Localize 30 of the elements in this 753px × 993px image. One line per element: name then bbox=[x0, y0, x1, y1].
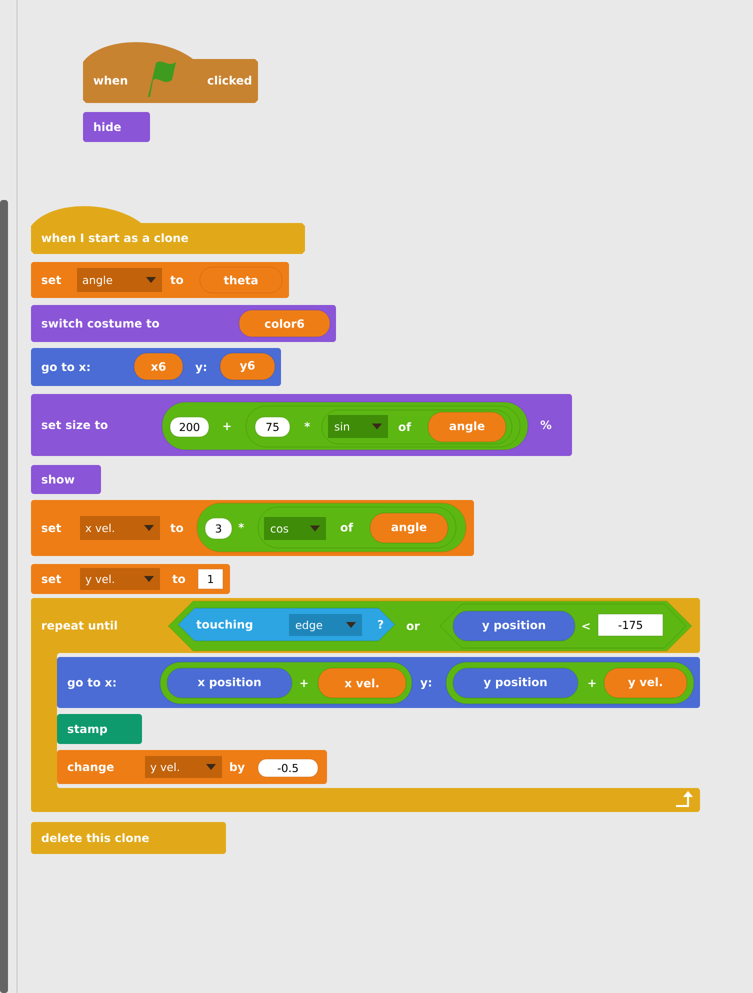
reporter-block: y vel. bbox=[604, 668, 688, 698]
reporter-block: color6 bbox=[238, 310, 330, 338]
reporter-block: x position bbox=[166, 668, 292, 698]
command-block: stamp bbox=[57, 714, 142, 744]
dropdown-field: edge bbox=[289, 614, 362, 636]
dropdown-field: cos bbox=[264, 517, 326, 540]
reporter-block: x6 bbox=[134, 352, 184, 380]
command-block: delete this clone bbox=[31, 822, 226, 854]
dropdown-field: angle bbox=[77, 268, 162, 292]
dropdown-field: y vel. bbox=[145, 756, 222, 778]
reporter-block: y position bbox=[452, 668, 578, 698]
reporter-block: angle bbox=[370, 512, 448, 544]
command-block: hide bbox=[83, 112, 150, 142]
dropdown-field: y vel. bbox=[80, 568, 160, 590]
reporter-block: y position bbox=[452, 610, 576, 642]
dropdown-field: x vel. bbox=[80, 516, 160, 540]
hat-block: when clicked bbox=[83, 42, 258, 103]
reporter-block: 200 bbox=[170, 416, 210, 438]
reporter-block: -0.5 bbox=[258, 758, 318, 778]
hat-block: when I start as a clone bbox=[31, 206, 305, 254]
reporter-block: y6 bbox=[220, 352, 276, 380]
dropdown-field: sin bbox=[328, 415, 388, 438]
reporter-block: x vel. bbox=[318, 668, 406, 698]
reporter-block: angle bbox=[428, 412, 506, 442]
number-field: -175 bbox=[598, 614, 664, 636]
number-field: 1 bbox=[198, 568, 224, 590]
reporter-block: 75 bbox=[254, 416, 290, 438]
command-block: show bbox=[31, 465, 101, 494]
reporter-block: theta bbox=[200, 266, 282, 294]
reporter-block: 3 bbox=[204, 518, 232, 540]
